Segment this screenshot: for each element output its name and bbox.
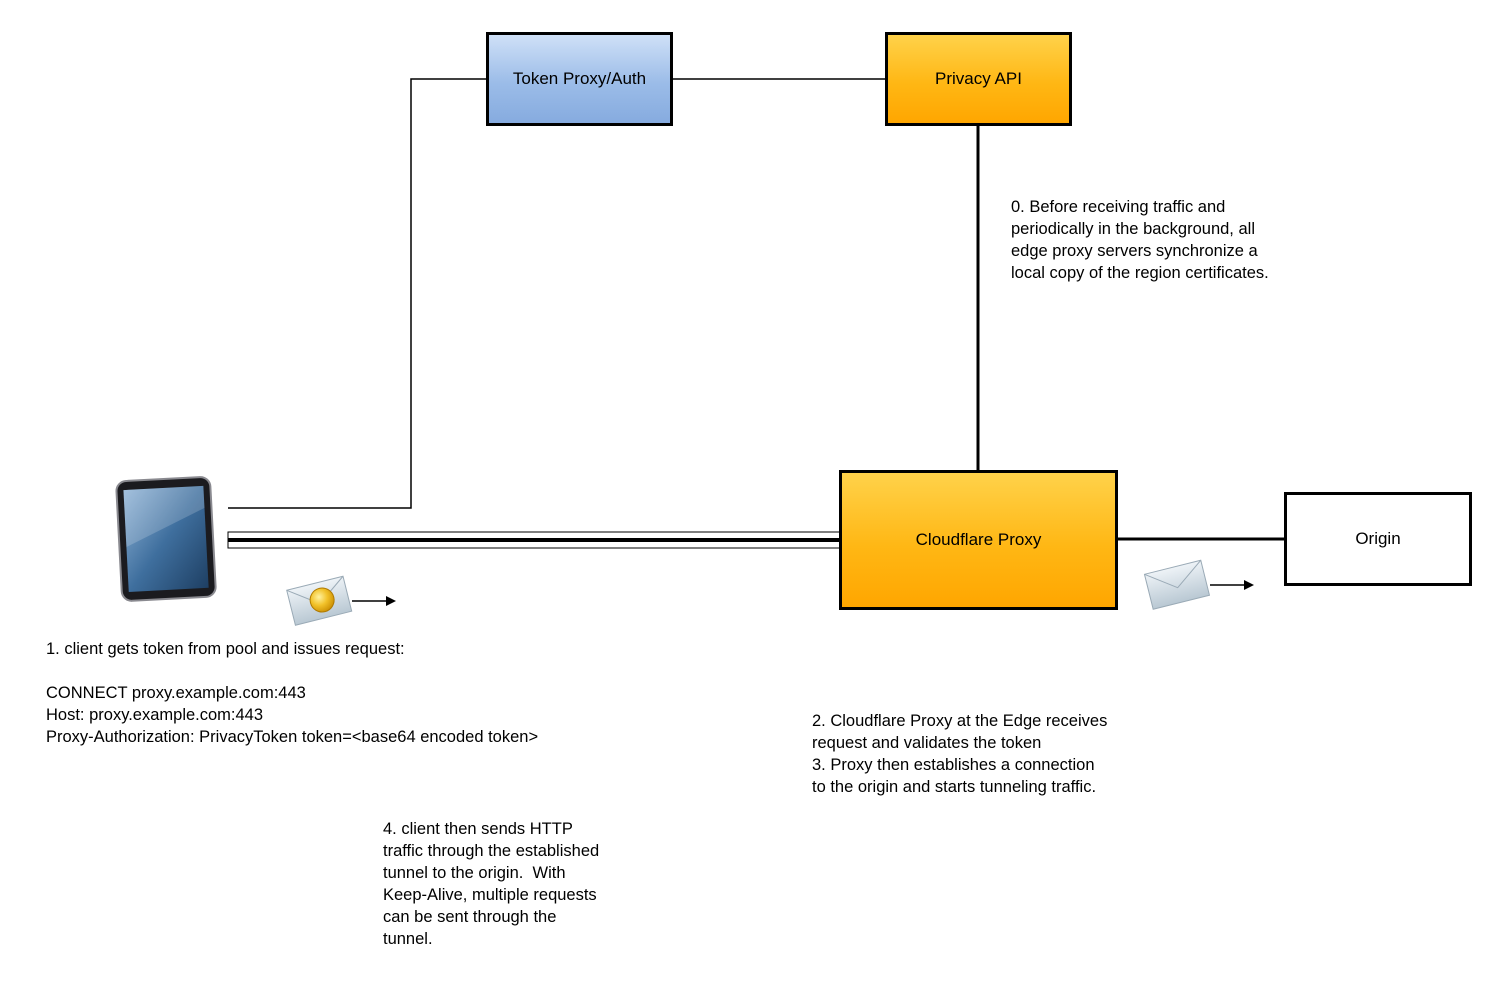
token-proxy-label: Token Proxy/Auth <box>512 69 647 88</box>
cloudflare-proxy-label: Cloudflare Proxy <box>915 530 1042 549</box>
arrow-right-icon <box>1210 580 1254 590</box>
tablet-icon <box>115 476 217 602</box>
step0-note: 0. Before receiving traffic and periodic… <box>1011 198 1269 282</box>
step2-3-note: 2. Cloudflare Proxy at the Edge receives… <box>812 712 1108 796</box>
envelope-icon <box>1143 559 1211 610</box>
step1-note: 1. client gets token from pool and issue… <box>46 640 539 746</box>
sealed-envelope-icon <box>286 575 353 626</box>
tunnel-connector <box>227 531 841 549</box>
cloudflare-proxy-node: Cloudflare Proxy <box>839 470 1118 610</box>
privacy-api-node: Privacy API <box>885 32 1072 126</box>
origin-node: Origin <box>1284 492 1472 586</box>
privacy-api-label: Privacy API <box>935 69 1022 88</box>
connector-client-token-proxy <box>228 78 488 509</box>
origin-label: Origin <box>1355 529 1401 548</box>
step4-note: 4. client then sends HTTP traffic throug… <box>383 820 600 948</box>
token-proxy-node: Token Proxy/Auth <box>486 32 673 126</box>
arrow-right-icon <box>352 596 396 606</box>
